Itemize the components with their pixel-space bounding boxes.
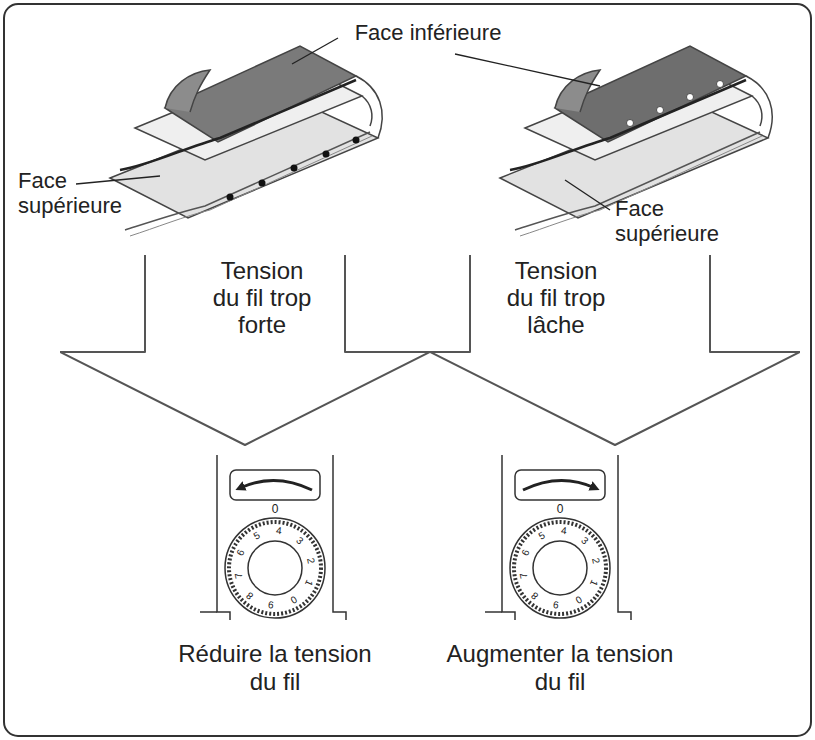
arrow-text: Tension du fil trop lâche (499, 258, 613, 339)
leader-lines (76, 38, 610, 210)
part-label: Face supérieure (18, 168, 138, 219)
frame (4, 4, 811, 736)
stitch-dots (227, 137, 360, 201)
turn-arrow (240, 480, 312, 490)
arrow-path (60, 255, 430, 445)
tension-dial-left (200, 455, 346, 620)
tension-dial-right (485, 455, 631, 620)
dial-number: 2 (590, 556, 602, 564)
down-arrow: Tension du fil trop lâche (430, 255, 800, 450)
dial-number: 4 (275, 525, 282, 537)
instruction-text: Réduire la tension du fil (175, 640, 375, 695)
turn-arrow (523, 480, 595, 490)
arrow-path (430, 255, 800, 445)
dial-number: 4 (560, 525, 567, 537)
down-arrow: Tension du fil trop forte (60, 255, 430, 450)
dial-zero-mark: 0 (272, 503, 279, 517)
fabric-tight (110, 46, 382, 236)
dial-zero-mark: 0 (557, 503, 564, 517)
dial-number: 2 (305, 556, 317, 564)
instruction-text: Augmenter la tension du fil (445, 640, 675, 695)
part-label: Face inférieure (318, 20, 538, 45)
arrow-outline (430, 255, 800, 450)
part-label: Face supérieure (615, 196, 745, 247)
arrow-text: Tension du fil trop forte (206, 258, 318, 339)
